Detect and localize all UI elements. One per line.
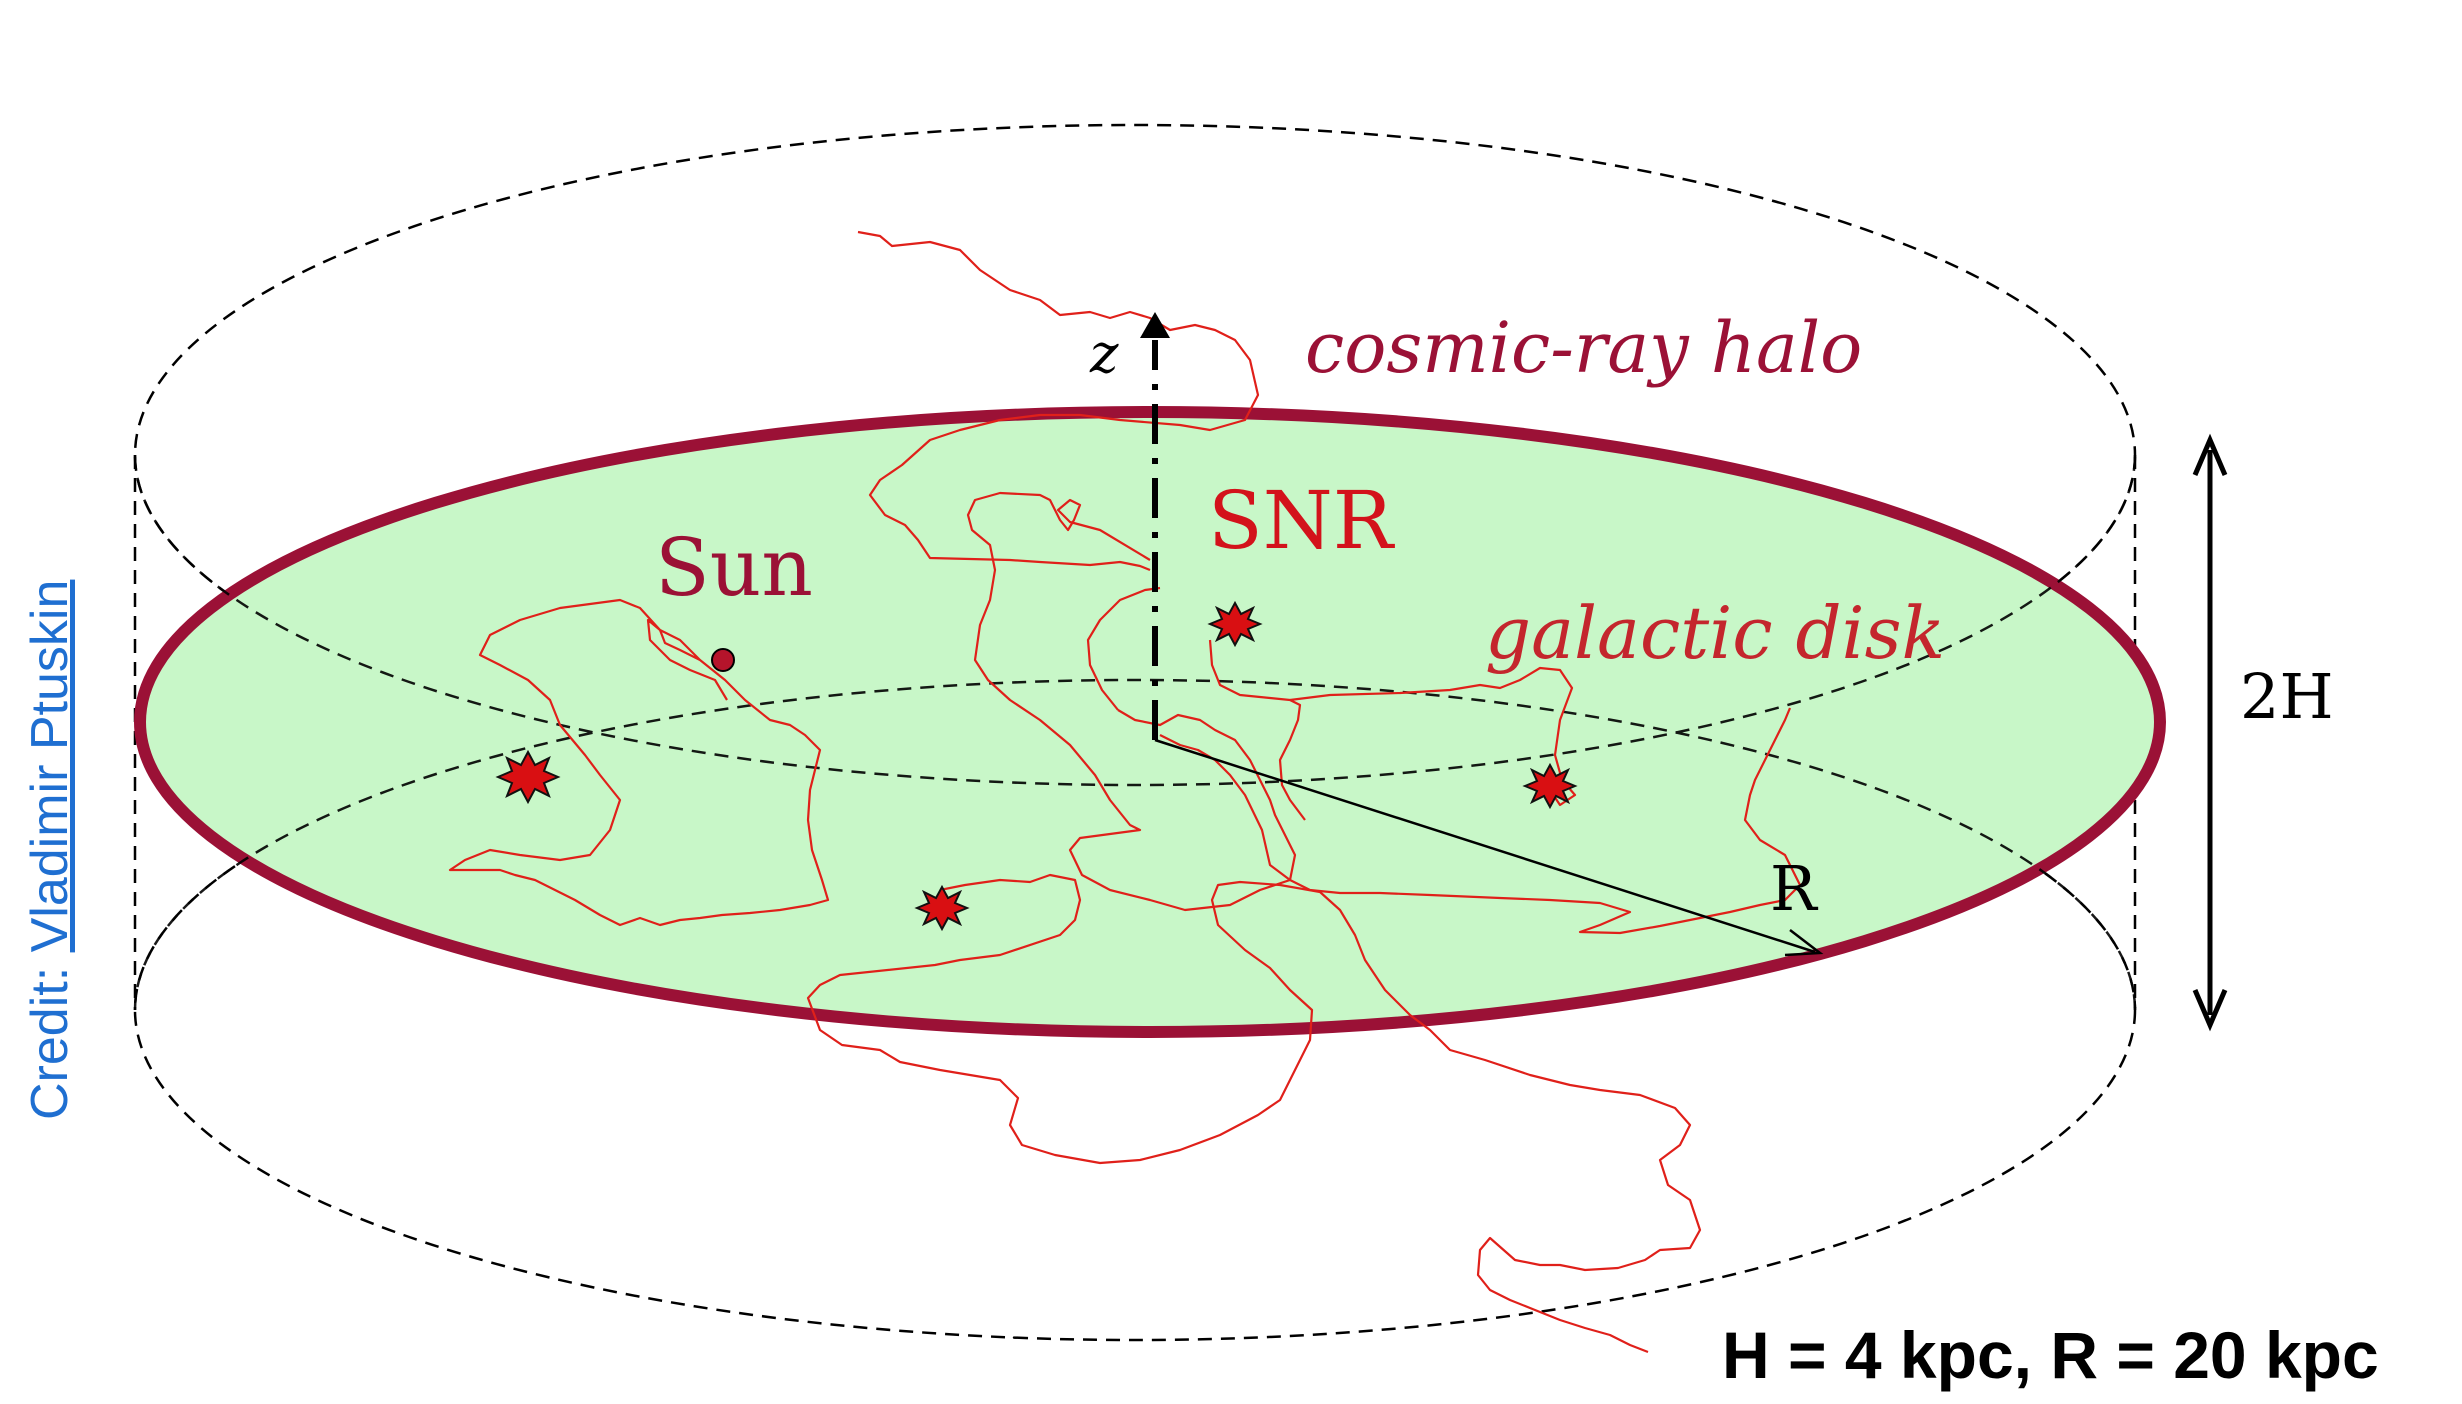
radius-line bbox=[1154, 738, 1816, 954]
snr-starburst-icon bbox=[914, 884, 970, 932]
credit-line: Credit: Vladimir Ptuskin bbox=[20, 220, 80, 1120]
halo-top-ellipse-front bbox=[133, 454, 2137, 787]
z-axis-label: z bbox=[1089, 322, 1119, 385]
height-arrow-top-icon bbox=[2192, 433, 2228, 476]
radius-label: R bbox=[1770, 852, 1819, 925]
snr-starburst-icon bbox=[1522, 762, 1578, 810]
height-label: 2H bbox=[2240, 660, 2334, 733]
parameters-label: H = 4 kpc, R = 20 kpc bbox=[1722, 1318, 2379, 1392]
cosmic-ray-path bbox=[448, 598, 830, 927]
cosmic-ray-path bbox=[857, 230, 1260, 572]
cosmic-ray-path bbox=[806, 873, 1702, 1354]
credit-author-link[interactable]: Vladimir Ptuskin bbox=[21, 579, 79, 953]
cosmic-ray-halo-label: cosmic-ray halo bbox=[1305, 307, 1862, 389]
snr-markers bbox=[495, 600, 1578, 932]
credit-prefix: Credit: bbox=[21, 952, 79, 1120]
cosmic-ray-path bbox=[1208, 639, 1306, 821]
sun-marker bbox=[711, 648, 735, 672]
cosmic-ray-path bbox=[1159, 707, 1802, 935]
z-axis-arrowhead-icon bbox=[1140, 312, 1170, 338]
radius-arrowhead-icon bbox=[1784, 929, 1824, 957]
cosmic-ray-path bbox=[966, 491, 1297, 912]
cosmic-ray-path bbox=[1086, 586, 1161, 711]
snr-label: SNR bbox=[1208, 474, 1396, 567]
height-arrow-bottom-icon bbox=[2192, 989, 2228, 1032]
snr-starburst-icon bbox=[495, 749, 561, 805]
halo-bottom-ellipse-back bbox=[133, 678, 2137, 1011]
cosmic-ray-paths bbox=[448, 230, 1802, 1354]
snr-starburst-icon bbox=[1207, 600, 1263, 648]
galactic-disk-label: galactic disk bbox=[1485, 591, 1945, 675]
sun-label: Sun bbox=[655, 521, 813, 614]
